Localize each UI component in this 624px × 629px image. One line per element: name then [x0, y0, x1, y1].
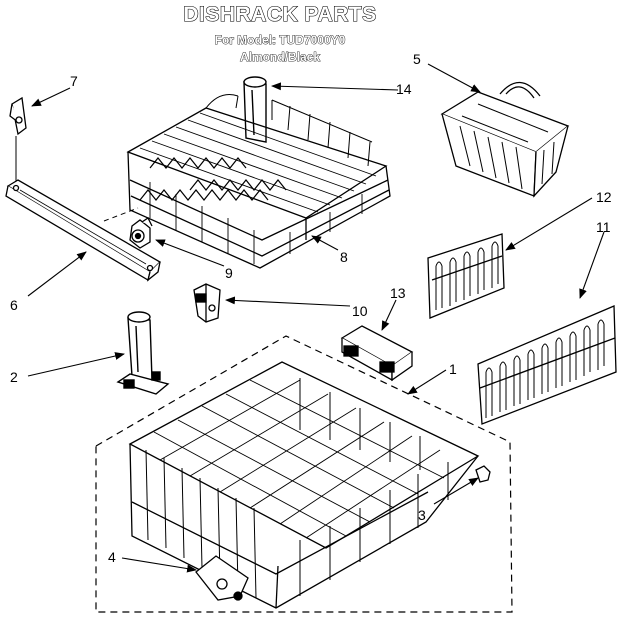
callout-12: 12	[596, 189, 612, 205]
part-3-rack-wheel	[475, 465, 491, 483]
part-12-tine-row	[427, 233, 505, 319]
part-6-track-rail	[5, 179, 162, 282]
callout-1: 1	[449, 361, 457, 377]
callout-3: 3	[418, 507, 426, 523]
callout-7: 7	[70, 73, 78, 89]
callout-5: 5	[413, 51, 421, 67]
callout-6: 6	[10, 297, 18, 313]
callout-10: 10	[352, 303, 368, 319]
part-9-rack-roller	[129, 217, 153, 249]
diagram-title: DISHRACK PARTS	[183, 3, 377, 26]
color-line: Almond/Black	[239, 50, 321, 65]
callout-9: 9	[225, 265, 233, 281]
callout-14: 14	[396, 81, 412, 97]
part-5-silverware-basket	[440, 81, 570, 198]
part-4-lower-rack-roller	[195, 555, 249, 601]
callout-4: 4	[108, 549, 116, 565]
part-14-center-post	[243, 76, 267, 143]
part-2-lower-center-post	[116, 311, 170, 395]
lower-rack-group-outline	[95, 335, 513, 613]
part-7-rack-stop-clip	[9, 96, 27, 136]
callout-2: 2	[10, 369, 18, 385]
part-11-tine-row	[477, 305, 617, 425]
callout-13: 13	[390, 285, 406, 301]
callout-11: 11	[596, 219, 611, 235]
part-8-upper-rack	[126, 94, 391, 269]
callout-8: 8	[340, 249, 348, 265]
part-13-rack-clip	[340, 325, 414, 382]
callout-leaders	[27, 63, 605, 573]
part-1-lower-rack	[128, 361, 480, 609]
part-10-roller-bracket	[193, 283, 221, 323]
model-line: For Model: TUD7000Y0	[214, 33, 346, 48]
upper-rack-group-outline	[103, 207, 139, 222]
